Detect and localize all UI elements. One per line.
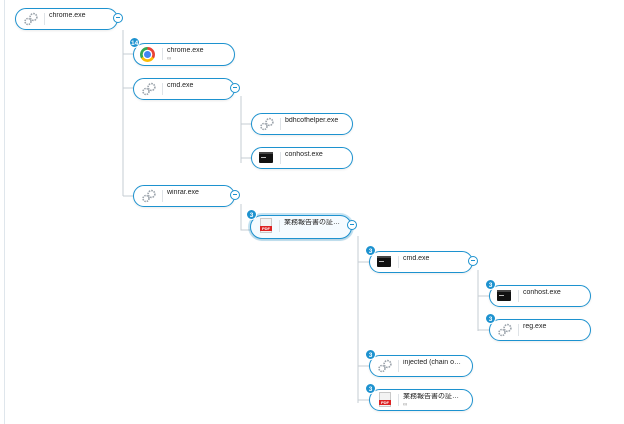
count-badge: 3 (485, 279, 496, 290)
pdf-icon (260, 218, 272, 233)
chrome-icon (140, 47, 155, 62)
node-separator (280, 118, 281, 130)
node-separator (280, 152, 281, 164)
collapse-toggle[interactable] (113, 13, 123, 23)
process-node-bdhcofhelper[interactable]: bdhcofhelper.exe (251, 113, 353, 135)
process-node-injected[interactable]: 3 injected (chain of t... (365, 349, 473, 377)
gear-icon (497, 323, 513, 337)
process-name: bdhcofhelper.exe (285, 117, 339, 124)
terminal-icon (497, 290, 511, 301)
node-separator (279, 220, 280, 232)
node-separator (398, 360, 399, 372)
node-separator (162, 83, 163, 95)
process-name: winrar.exe (167, 189, 199, 196)
process-name: conhost.exe (285, 151, 323, 158)
count-badge: 3 (365, 245, 376, 256)
gear-icon (259, 117, 275, 131)
node-separator (162, 190, 163, 202)
collapse-toggle[interactable] (230, 190, 240, 200)
count-badge: 14 (129, 37, 141, 48)
count-badge: 3 (246, 209, 257, 220)
process-name: 業務報告書の証拠... (403, 393, 462, 400)
gear-icon (141, 189, 157, 203)
gear-icon (377, 359, 393, 373)
process-name: reg.exe (523, 323, 547, 330)
node-separator (518, 324, 519, 336)
process-name: cmd.exe (167, 82, 194, 89)
process-node-reg[interactable]: 3 reg.exe (485, 313, 591, 341)
process-name: chrome.exe (49, 12, 86, 19)
process-node-chrome[interactable]: chrome.exe (15, 8, 123, 30)
collapse-toggle[interactable] (230, 83, 240, 93)
process-name: cmd.exe (403, 255, 430, 262)
terminal-icon (259, 152, 273, 163)
count-badge: 3 (365, 349, 376, 360)
process-node-cmd-2[interactable]: 3 cmd.exe (365, 245, 478, 273)
node-separator (398, 256, 399, 268)
pdf-icon (379, 392, 391, 407)
link-icon: ∞ (403, 402, 408, 408)
node-separator (44, 13, 45, 25)
terminal-icon (377, 256, 391, 267)
process-name: chrome.exe (167, 47, 204, 54)
process-name: conhost.exe (523, 289, 561, 296)
left-divider (4, 0, 5, 424)
node-separator (398, 394, 399, 406)
process-node-conhost-2[interactable]: 3 conhost.exe (485, 279, 591, 307)
process-node-pdf-document[interactable]: 3 業務報告書の証拠... (246, 209, 357, 239)
process-node-cmd[interactable]: cmd.exe (133, 78, 240, 100)
process-name: 業務報告書の証拠... (284, 219, 341, 226)
gear-icon (23, 12, 39, 26)
link-icon: ∞ (167, 56, 172, 62)
count-badge: 3 (365, 383, 376, 394)
collapse-toggle[interactable] (347, 220, 357, 230)
node-separator (518, 290, 519, 302)
process-node-conhost[interactable]: conhost.exe (251, 147, 353, 169)
collapse-toggle[interactable] (468, 256, 478, 266)
process-node-chrome-child[interactable]: 14 chrome.exe ∞ (129, 37, 235, 66)
process-name: injected (chain of t... (403, 359, 462, 366)
process-node-winrar[interactable]: winrar.exe (133, 185, 240, 207)
process-node-pdf-document-2[interactable]: 3 業務報告書の証拠... ∞ (365, 383, 473, 411)
count-badge: 3 (485, 313, 496, 324)
node-separator (162, 48, 163, 60)
gear-icon (141, 82, 157, 96)
